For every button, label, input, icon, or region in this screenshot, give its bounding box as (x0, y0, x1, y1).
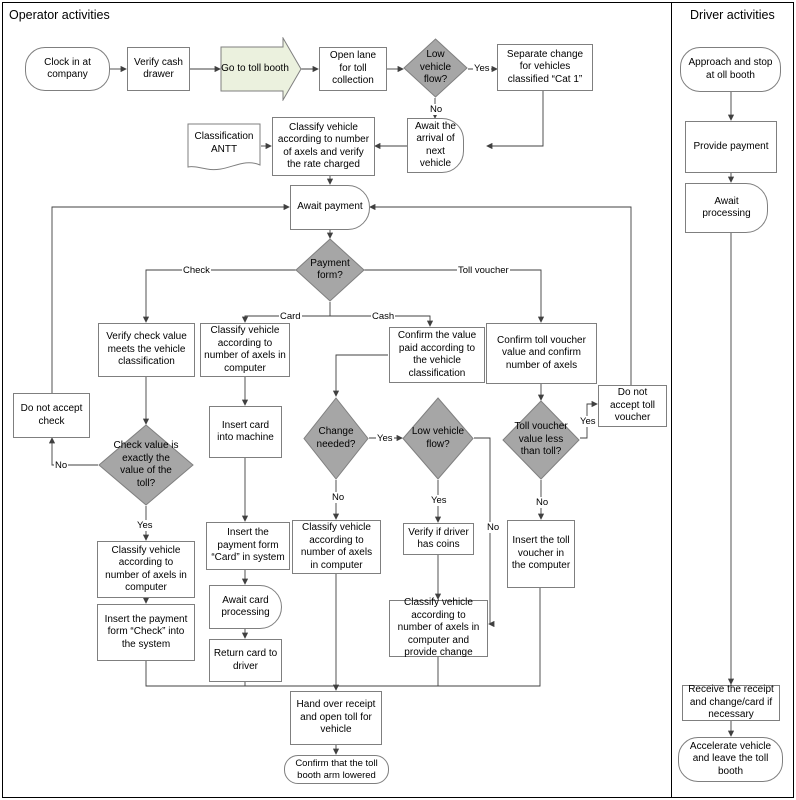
return-card-step: Return card to driver (209, 639, 282, 682)
verify-coins-step: Verify if driver has coins (403, 523, 474, 555)
edge (486, 91, 544, 150)
edge (369, 203, 632, 385)
classification-antt-label: Classification ANTT (194, 131, 254, 155)
provide-payment-step: Provide payment (685, 121, 777, 173)
check-branch-label: Check (182, 265, 211, 276)
go-to-toll-booth-step: Go to toll booth (220, 37, 302, 101)
clock-in-terminal: Clock in at company (25, 47, 110, 91)
edge (142, 269, 296, 323)
no-label: No (486, 522, 501, 533)
do-not-accept-check-step: Do not accept check (13, 393, 90, 438)
do-not-accept-voucher-step: Do not accept toll voucher (598, 385, 667, 427)
yes-label: Yes (473, 63, 491, 74)
await-processing-delay: Await processing (685, 183, 768, 233)
cash-branch-label: Cash (371, 311, 396, 322)
confirm-arm-terminal: Confirm that the toll booth arm lowered (284, 755, 389, 784)
payment-form-decision-label: Payment form? (310, 257, 350, 282)
no-label: No (429, 104, 444, 115)
change-needed-decision: Change needed? (303, 397, 369, 480)
edge (145, 588, 541, 687)
classify-change-step: Classify vehicle according to number of … (389, 597, 488, 658)
separate-change-step: Separate change for vehicles classified … (497, 44, 593, 91)
insert-card-step: Insert card into machine (209, 406, 282, 458)
insert-voucher-step: Insert the toll voucher in the computer (507, 520, 575, 588)
no-label: No (54, 460, 69, 471)
await-payment-delay: Await payment (290, 185, 370, 230)
edge (364, 269, 545, 323)
no-label: No (331, 492, 346, 503)
classify-card-step: Classify vehicle according to number of … (200, 323, 290, 377)
insert-check-form-step: Insert the payment form “Check” into the… (97, 604, 195, 661)
change-needed-decision-label: Change needed? (316, 426, 356, 450)
open-lane-step: Open lane for toll collection (319, 47, 387, 91)
yes-label: Yes (579, 416, 597, 427)
payment-form-decision: Payment form? (295, 238, 365, 302)
driver-lane-title: Driver activities (690, 8, 775, 22)
check-exact-decision-label: Check value is exactly the value of the … (113, 440, 179, 489)
voucher-less-decision: Toll voucher value less than toll? (502, 400, 580, 480)
toll-voucher-branch-label: Toll voucher (457, 265, 510, 276)
insert-card-form-step: Insert the payment form “Card” in system (206, 522, 290, 570)
await-arrival-delay: Await the arrival of next vehicle (407, 118, 464, 173)
go-to-toll-booth-label: Go to toll booth (221, 62, 289, 74)
receive-receipt-step: Receive the receipt and change/card if n… (682, 684, 780, 721)
classify-no-change-step: Classify vehicle according to number of … (292, 520, 381, 574)
yes-label: Yes (430, 495, 448, 506)
edge (332, 354, 388, 397)
verify-check-step: Verify check value meets the vehicle cla… (98, 323, 195, 377)
low-flow-decision-2: Low vehicle flow? (402, 397, 474, 480)
edge (48, 437, 98, 466)
verify-cash-step: Verify cash drawer (127, 47, 190, 91)
approach-terminal: Approach and stop at oll booth (680, 47, 781, 92)
check-exact-decision: Check value is exactly the value of the … (98, 424, 194, 506)
low-flow-decision-1: Low vehicle flow? (403, 38, 468, 98)
low-flow-decision-1-label: Low vehicle flow? (419, 49, 452, 86)
classification-antt-document: Classification ANTT (187, 123, 261, 173)
edge (330, 315, 434, 327)
accelerate-terminal: Accelerate vehicle and leave the toll bo… (678, 737, 783, 782)
operator-lane-title: Operator activities (9, 8, 110, 22)
classify-check-step: Classify vehicle according to number of … (97, 541, 195, 598)
no-label: No (535, 497, 550, 508)
edge (51, 203, 290, 393)
hand-over-step: Hand over receipt and open toll for vehi… (290, 691, 382, 745)
yes-label: Yes (376, 433, 394, 444)
card-branch-label: Card (279, 311, 302, 322)
voucher-less-decision-label: Toll voucher value less than toll? (514, 421, 568, 458)
yes-label: Yes (136, 520, 154, 531)
confirm-cash-step: Confirm the value paid according to the … (389, 327, 485, 383)
confirm-voucher-step: Confirm toll voucher value and confirm n… (486, 323, 597, 384)
low-flow-decision-2-label: Low vehicle flow? (411, 426, 465, 450)
classify-verify-step: Classify vehicle according to number of … (272, 117, 375, 176)
await-card-delay: Await card processing (209, 585, 282, 629)
